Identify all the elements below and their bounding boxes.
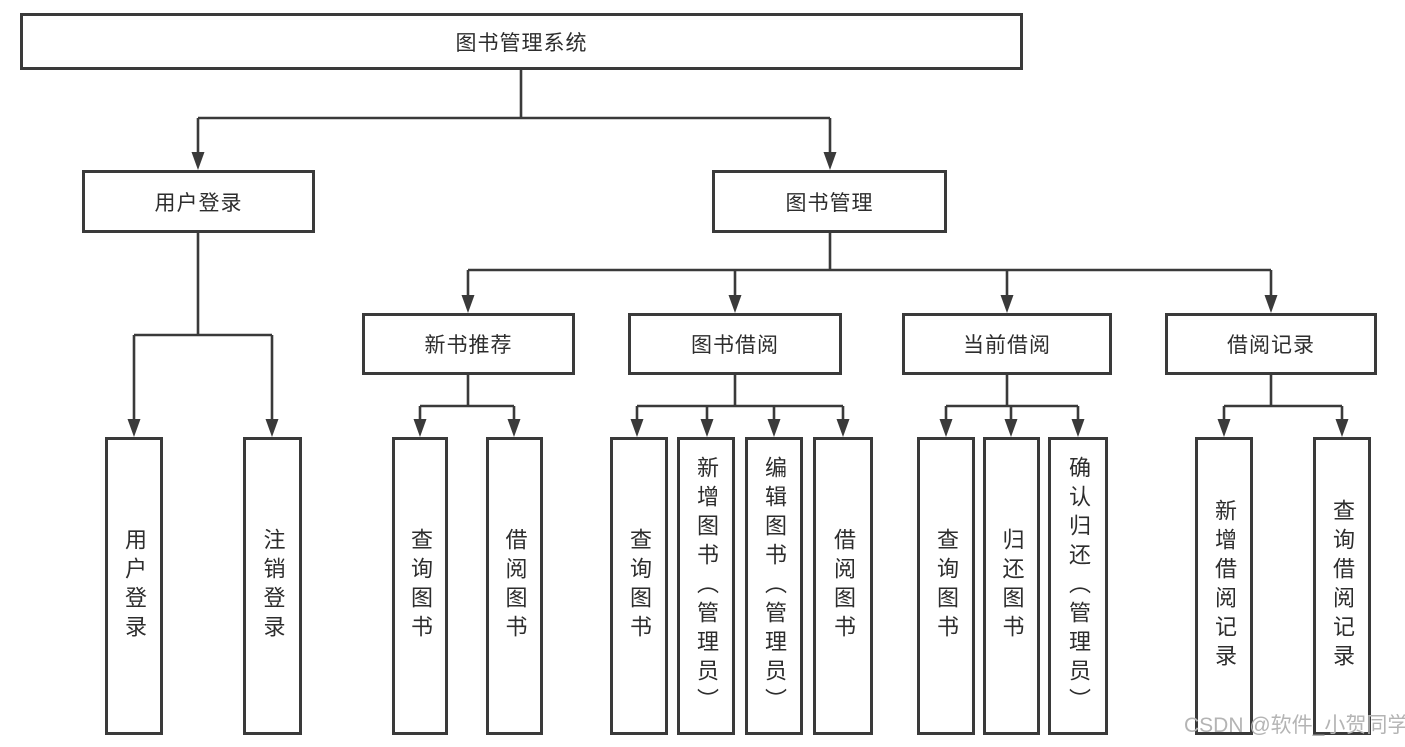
node-book-management: 图书管理 <box>712 170 947 233</box>
leaf-query-books-recommend-label: 查询图书 <box>408 528 433 644</box>
leaf-add-borrow-record: 新增借阅记录 <box>1195 437 1253 735</box>
leaf-borrow-books: 借阅图书 <box>813 437 873 735</box>
arrowheads <box>127 152 1349 437</box>
leaf-add-borrow-record-label: 新增借阅记录 <box>1212 499 1237 673</box>
node-book-management-system-label: 图书管理系统 <box>455 31 588 55</box>
node-borrowing-records-label: 借阅记录 <box>1227 334 1315 357</box>
leaf-logout: 注销登录 <box>243 437 302 735</box>
leaf-borrow-books-recommend-label: 借阅图书 <box>502 528 528 644</box>
node-book-borrowing-label: 图书借阅 <box>691 334 779 357</box>
leaf-edit-books-admin-label: 编辑图书（管理员） <box>762 455 787 717</box>
leaf-query-borrow-record-label: 查询借阅记录 <box>1330 499 1355 673</box>
leaf-query-books-current: 查询图书 <box>917 437 975 735</box>
leaf-borrow-books-recommend: 借阅图书 <box>486 437 543 735</box>
leaf-user-login: 用户登录 <box>105 437 163 735</box>
leaf-user-login-label: 用户登录 <box>122 528 147 644</box>
leaf-query-books-current-label: 查询图书 <box>934 528 959 644</box>
leaf-query-books-recommend: 查询图书 <box>392 437 448 735</box>
leaf-logout-label: 注销登录 <box>260 528 286 644</box>
node-new-book-recommend-label: 新书推荐 <box>424 334 513 357</box>
node-current-borrowing-label: 当前借阅 <box>963 334 1051 357</box>
leaf-edit-books-admin: 编辑图书（管理员） <box>745 437 803 735</box>
node-borrowing-records: 借阅记录 <box>1165 313 1377 375</box>
node-current-borrowing: 当前借阅 <box>902 313 1112 375</box>
csdn-watermark: CSDN @软件_小贺同学 <box>1184 714 1405 737</box>
node-user-login: 用户登录 <box>82 170 315 233</box>
leaf-confirm-return-admin-label: 确认归还（管理员） <box>1066 455 1091 717</box>
node-new-book-recommend: 新书推荐 <box>362 313 575 375</box>
node-book-management-label: 图书管理 <box>785 191 874 215</box>
leaf-return-books: 归还图书 <box>983 437 1040 735</box>
leaf-query-books-borrowing-label: 查询图书 <box>627 528 652 644</box>
connector-paths <box>132 70 1344 420</box>
leaf-confirm-return-admin: 确认归还（管理员） <box>1048 437 1108 735</box>
leaf-return-books-label: 归还图书 <box>999 528 1025 644</box>
leaf-add-books-admin-label: 新增图书（管理员） <box>694 455 719 717</box>
node-user-login-label: 用户登录 <box>154 191 243 215</box>
leaf-query-books-borrowing: 查询图书 <box>610 437 668 735</box>
leaf-add-books-admin: 新增图书（管理员） <box>677 437 735 735</box>
leaf-query-borrow-record: 查询借阅记录 <box>1313 437 1371 735</box>
node-book-borrowing: 图书借阅 <box>628 313 842 375</box>
node-book-management-system: 图书管理系统 <box>20 13 1023 70</box>
leaf-borrow-books-label: 借阅图书 <box>831 528 856 644</box>
